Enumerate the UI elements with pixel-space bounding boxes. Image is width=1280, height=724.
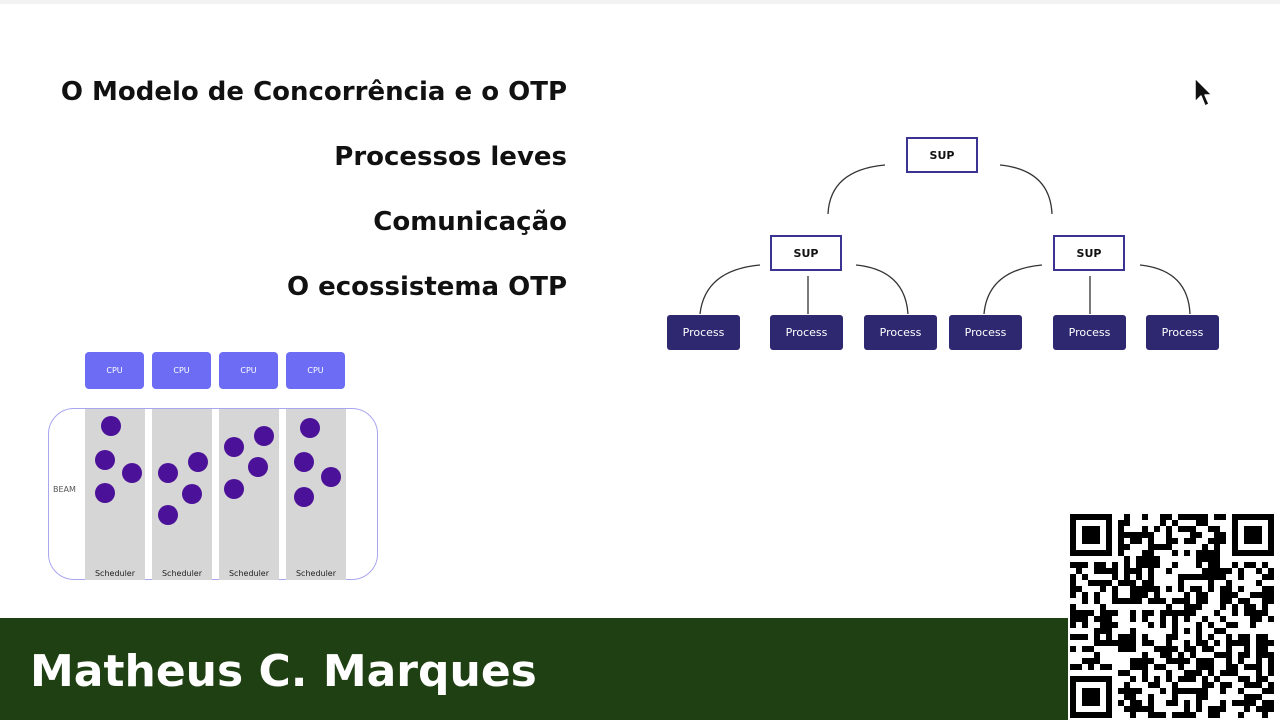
supervisor-node: SUP [770, 235, 842, 271]
process-dot [101, 416, 121, 436]
process-node: Process [1053, 315, 1126, 350]
process-dot [122, 463, 142, 483]
supervisor-node: SUP [1053, 235, 1125, 271]
agenda-item: Comunicação [373, 207, 567, 237]
process-dot [248, 457, 268, 477]
beam-frame [48, 408, 378, 580]
tree-connector [999, 164, 1053, 215]
scheduler-label: Scheduler [161, 569, 203, 578]
process-dot [321, 467, 341, 487]
process-dot [300, 418, 320, 438]
tree-connector [1139, 264, 1191, 315]
supervisor-root-node: SUP [906, 137, 978, 173]
process-dot [254, 426, 274, 446]
scheduler-label: Scheduler [94, 569, 136, 578]
scheduler-label: Scheduler [295, 569, 337, 578]
process-dot [158, 505, 178, 525]
process-dot [188, 452, 208, 472]
process-dot [294, 487, 314, 507]
cpu-box: CPU [219, 352, 278, 389]
scheduler-label: Scheduler [228, 569, 270, 578]
beam-label: BEAM [53, 485, 76, 494]
speaker-banner: Matheus C. Marques [0, 618, 1068, 720]
process-node: Process [770, 315, 843, 350]
process-dot [182, 484, 202, 504]
speaker-name: Matheus C. Marques [30, 646, 537, 697]
cpu-box: CPU [152, 352, 211, 389]
cpu-box: CPU [85, 352, 144, 389]
process-dot [224, 437, 244, 457]
process-dot [294, 452, 314, 472]
qr-code-icon [1068, 512, 1280, 720]
tree-connector [699, 264, 761, 315]
process-dot [95, 450, 115, 470]
process-node: Process [667, 315, 740, 350]
tree-connector [855, 264, 909, 315]
process-dot [95, 483, 115, 503]
top-border [0, 0, 1280, 4]
agenda-item: O ecossistema OTP [286, 272, 567, 302]
mouse-pointer-icon [1194, 77, 1213, 107]
cpu-box: CPU [286, 352, 345, 389]
process-dot [224, 479, 244, 499]
process-node: Process [1146, 315, 1219, 350]
process-dot [158, 463, 178, 483]
tree-connector [983, 264, 1043, 315]
tree-connector [827, 164, 886, 215]
process-node: Process [949, 315, 1022, 350]
qr-code-graphic [1070, 514, 1274, 718]
agenda-item: O Modelo de Concorrência e o OTP [60, 77, 567, 107]
process-node: Process [864, 315, 937, 350]
agenda-item: Processos leves [334, 142, 567, 172]
beam-diagram: CPU CPU CPU CPU BEAM Scheduler Scheduler… [0, 0, 420, 600]
agenda-list: O Modelo de Concorrência e o OTP Process… [61, 74, 567, 334]
